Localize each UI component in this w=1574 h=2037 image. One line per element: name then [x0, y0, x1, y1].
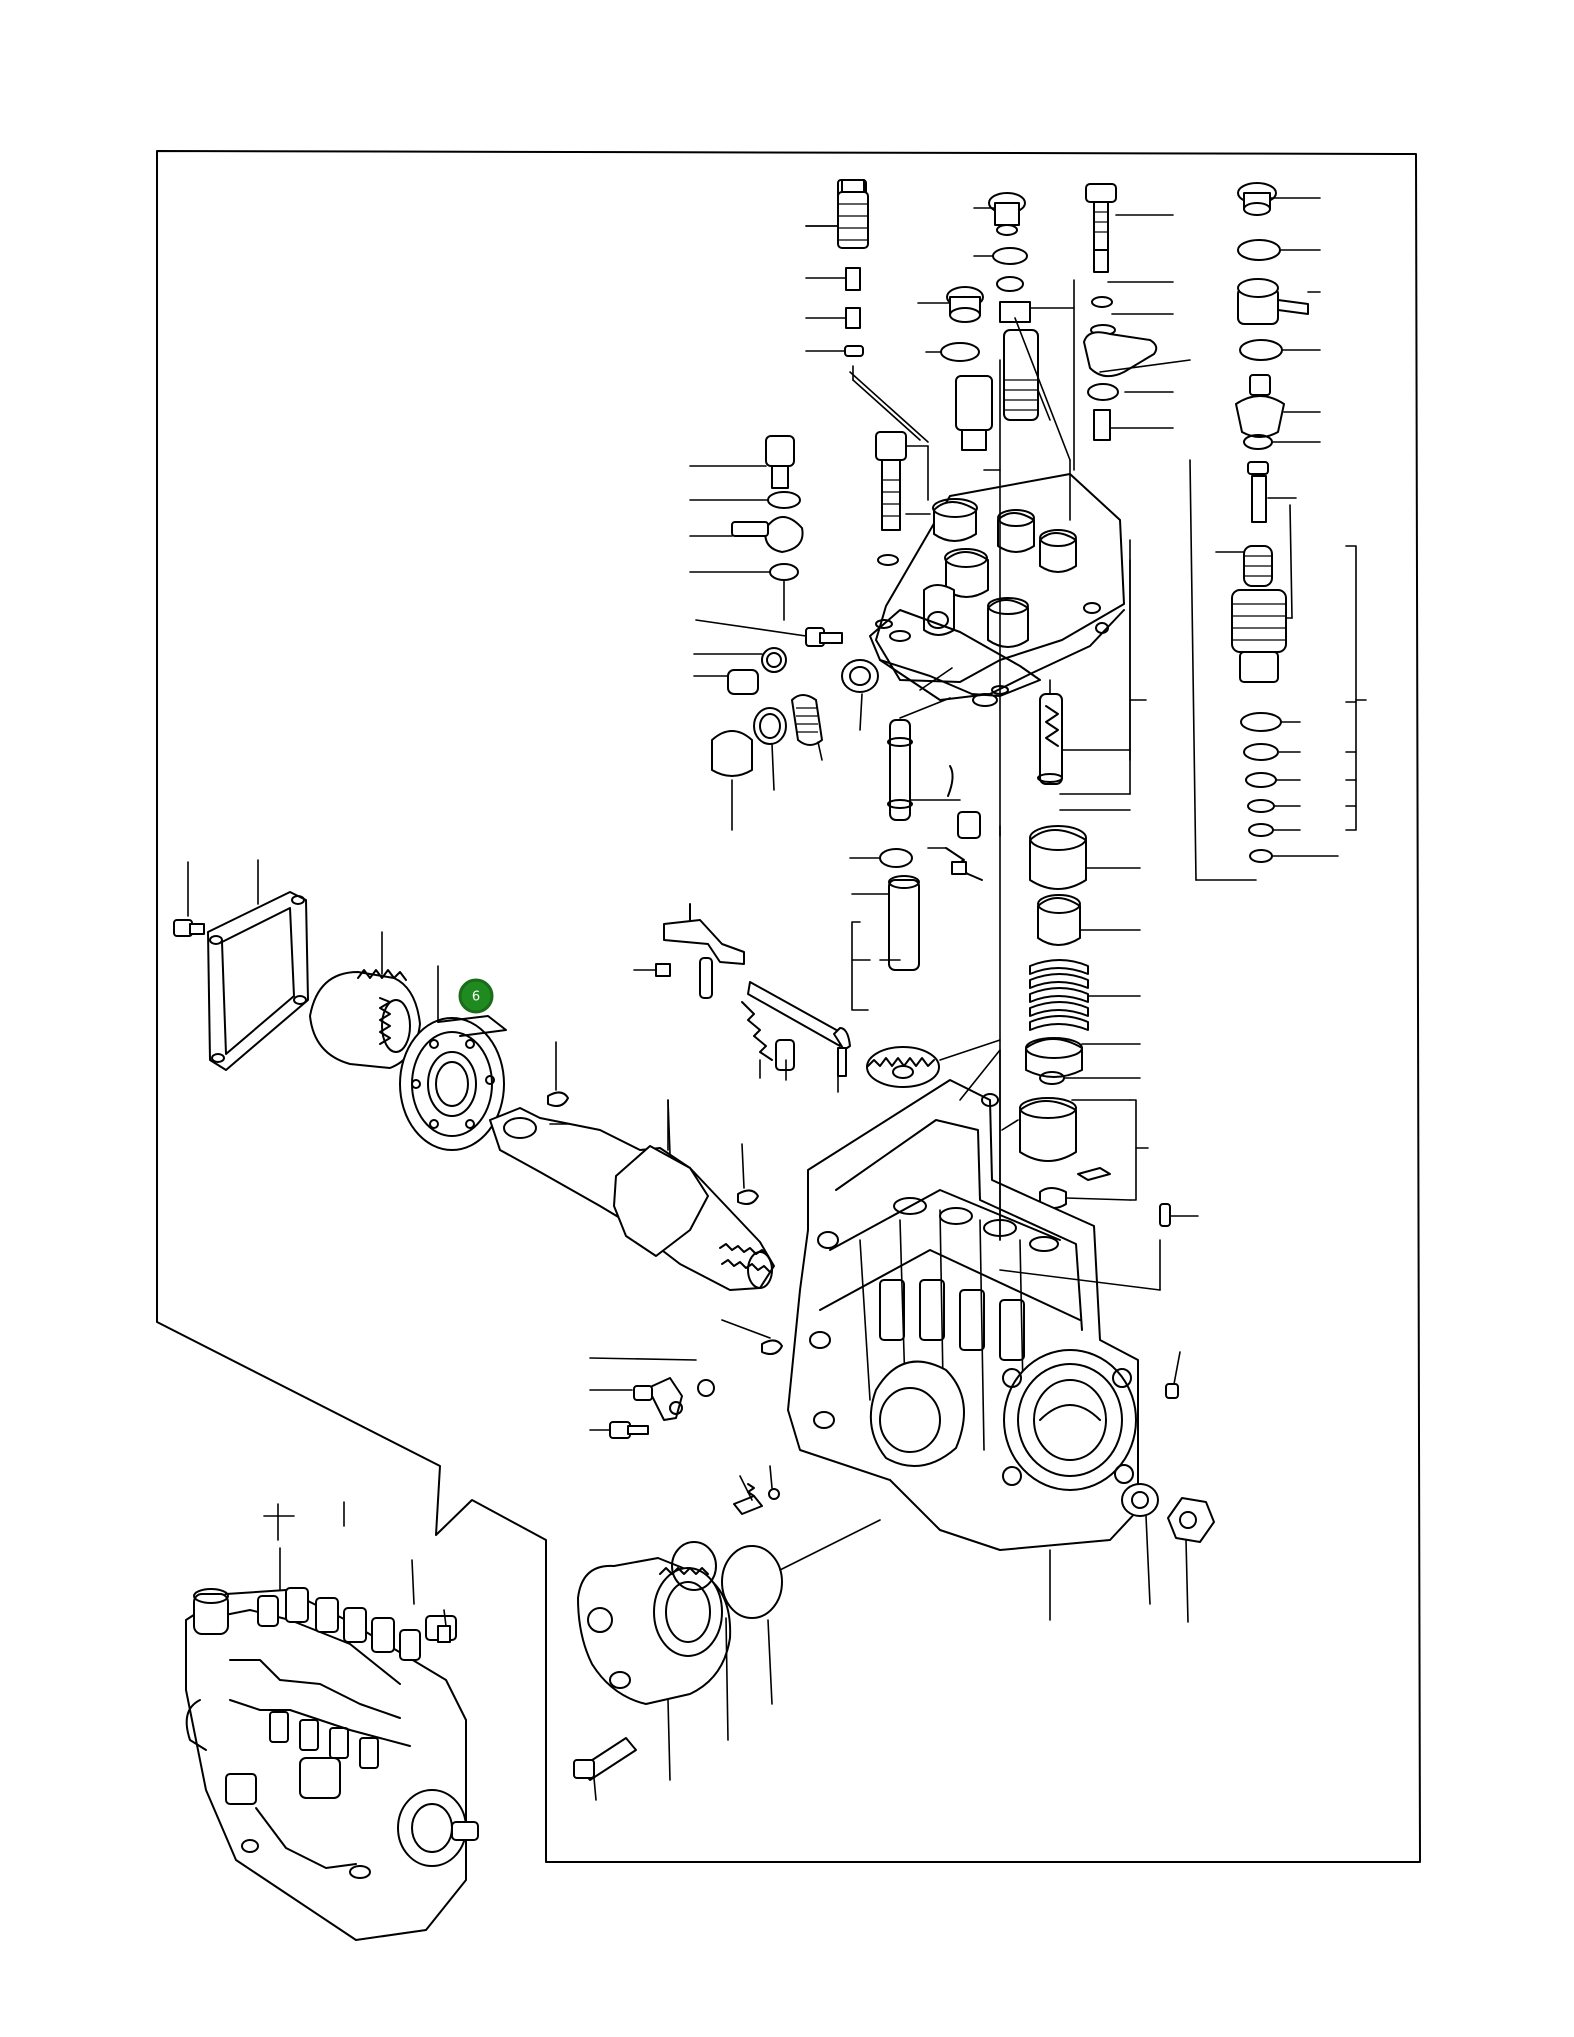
callout-badge: 6 [458, 978, 494, 1014]
governor-levers [633, 903, 851, 1093]
diagram-frame [156, 150, 1421, 1863]
lower-left-fasteners [589, 1351, 1181, 1515]
callout-6[interactable]: 6 [458, 978, 494, 1014]
head-left-fittings [693, 619, 879, 831]
assembled-pump-inset [185, 1501, 479, 1941]
center-plunger-parts [887, 559, 1131, 839]
delivery-valve-stack-3 [1083, 183, 1191, 441]
delivery-valve-stack-4 [1215, 182, 1367, 863]
governor-parts [849, 847, 983, 1011]
head-bolts-left [689, 371, 929, 621]
callout-6-label: 6 [472, 990, 480, 1005]
pump-housing [787, 1079, 1161, 1621]
end-cover [573, 1519, 881, 1801]
leader-lines [959, 279, 1257, 1241]
right-sleeve-parts [1001, 825, 1199, 1291]
woodruff-keys [547, 1041, 783, 1355]
vent-screw-column [805, 179, 869, 249]
cover-plate [173, 859, 309, 1071]
delivery-valve-stack-2 [917, 192, 1075, 461]
right-nut-washer [1121, 1483, 1215, 1623]
drive-shaft [489, 1099, 775, 1291]
ball-bearing [399, 965, 507, 1151]
governor-gear [866, 1039, 1001, 1088]
drive-gear [309, 931, 421, 1069]
